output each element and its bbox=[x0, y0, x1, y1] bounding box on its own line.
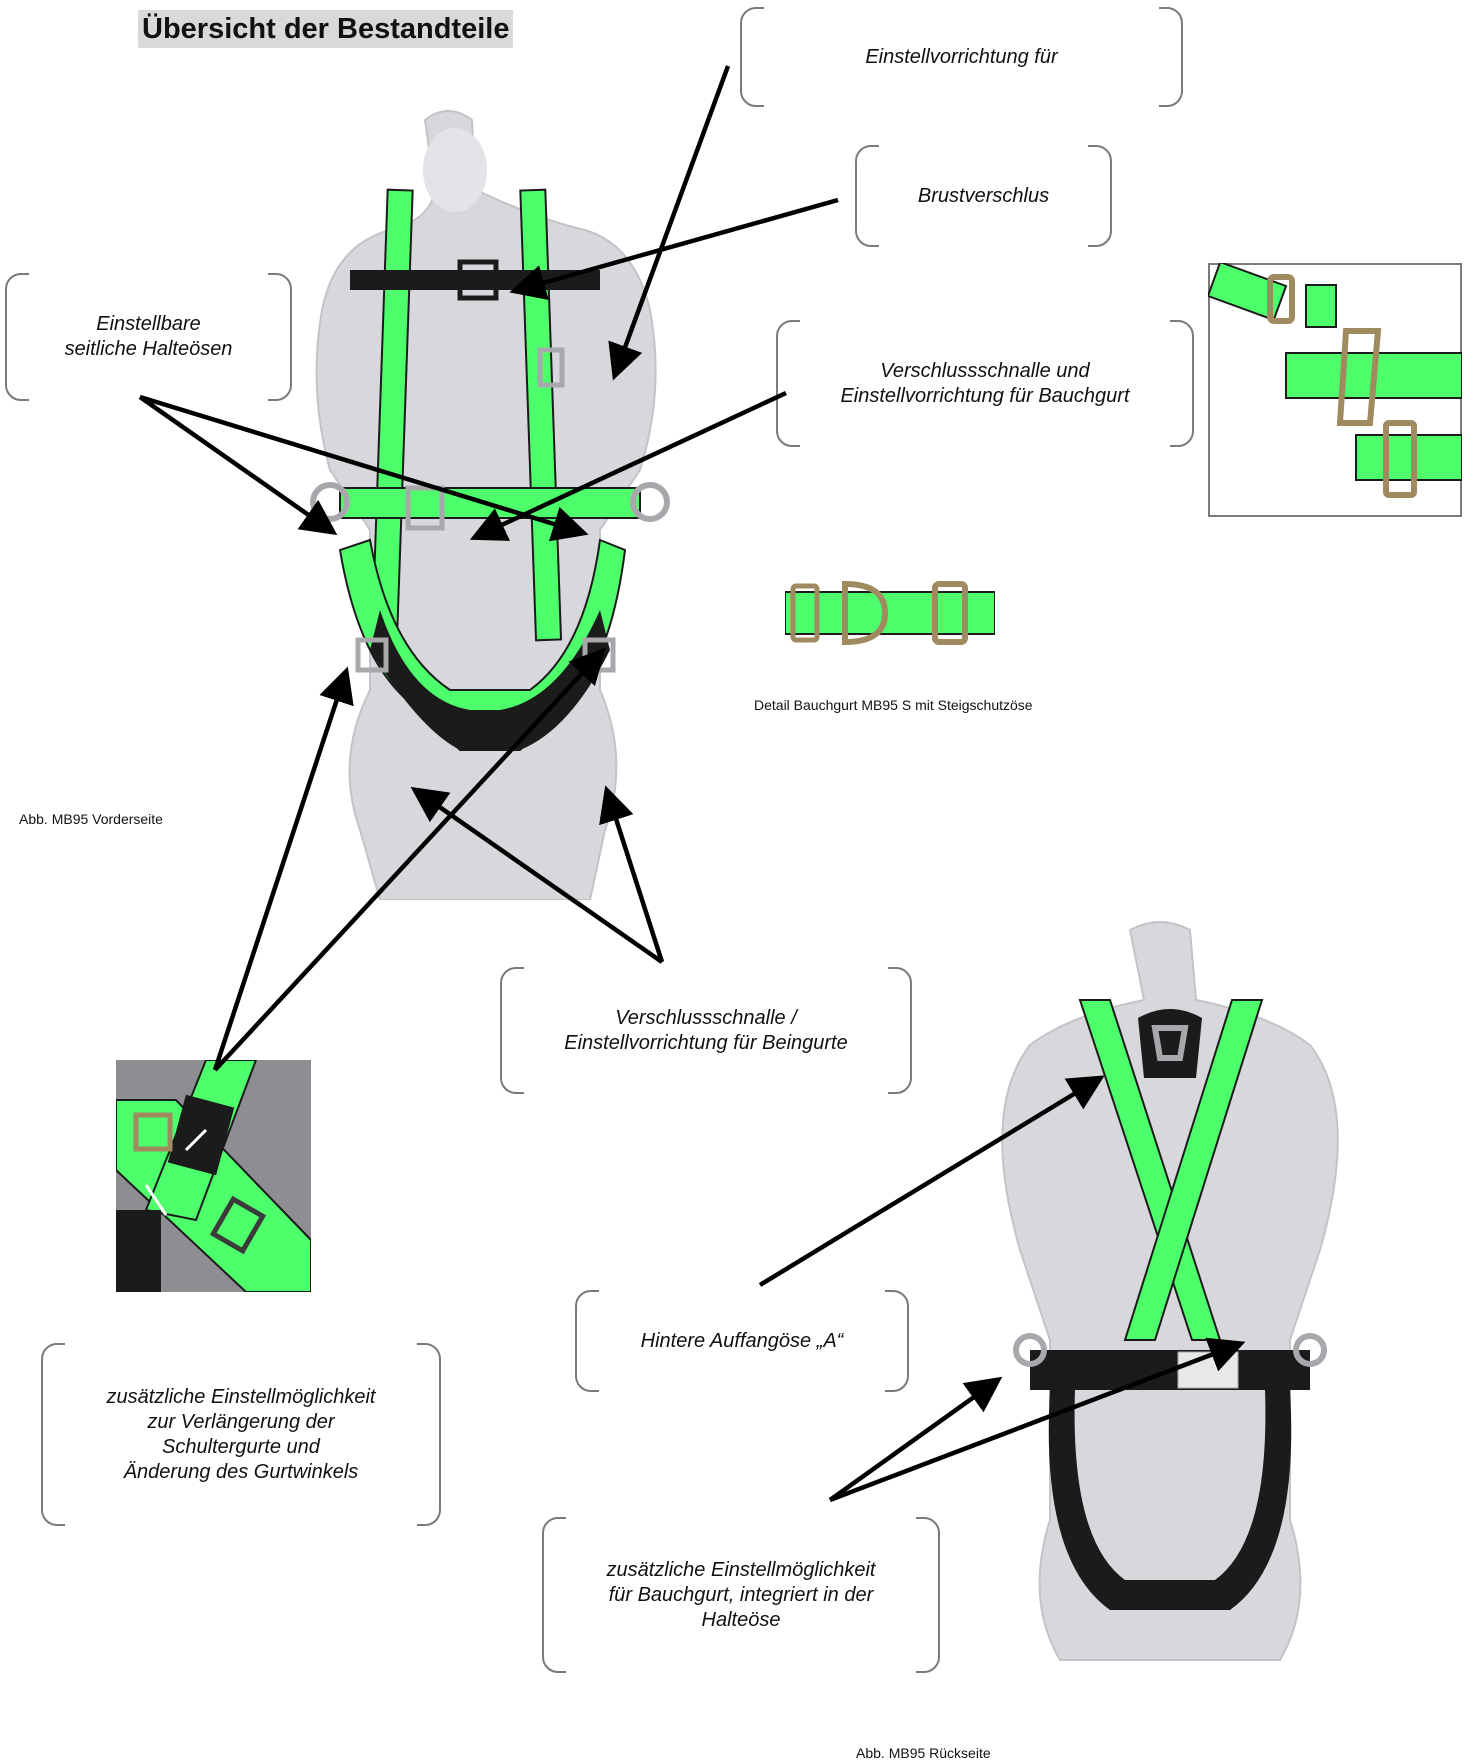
caption-vorderseite: Abb. MB95 Vorderseite bbox=[19, 810, 163, 828]
callout-auffangoese: Hintere Auffangöse „A“ bbox=[575, 1290, 909, 1392]
callout-beingurte: Verschlussschnalle / Einstellvorrichtung… bbox=[500, 967, 912, 1094]
callout-einstellvorrichtung-text: Einstellvorrichtung für bbox=[865, 45, 1057, 70]
callout-halteoesen: Einstellbare seitliche Halteösen bbox=[5, 273, 292, 401]
callout-halteoesen-text: Einstellbare seitliche Halteösen bbox=[65, 312, 233, 362]
callout-brustverschluss-text: Brustverschlus bbox=[918, 184, 1049, 209]
callout-einstellvorrichtung: Einstellvorrichtung für bbox=[740, 7, 1183, 107]
callout-bauchgurt-schnalle: Verschlussschnalle und Einstellvorrichtu… bbox=[776, 320, 1194, 447]
harness-back-photo bbox=[960, 920, 1380, 1680]
callout-brustverschluss: Brustverschlus bbox=[855, 145, 1112, 247]
callout-bauchgurt-halteoese-text: zusätzliche Einstellmöglichkeit für Bauc… bbox=[606, 1558, 875, 1633]
callout-auffangoese-text: Hintere Auffangöse „A“ bbox=[641, 1329, 844, 1354]
belt-detail-photo bbox=[785, 578, 995, 648]
caption-rueckseite: Abb. MB95 Rückseite bbox=[856, 1744, 991, 1762]
callout-schultergurte: zusätzliche Einstellmöglichkeit zur Verl… bbox=[41, 1343, 441, 1526]
harness-front-photo bbox=[300, 110, 680, 900]
page-title: Übersicht der Bestandteile bbox=[138, 10, 513, 48]
callout-bauchgurt-schnalle-text: Verschlussschnalle und Einstellvorrichtu… bbox=[840, 359, 1129, 409]
buckle-detail-photo bbox=[1208, 263, 1462, 517]
shoulder-strap-detail-photo bbox=[116, 1060, 311, 1292]
caption-detail-bauchgurt: Detail Bauchgurt MB95 S mit Steigschutzö… bbox=[754, 696, 1033, 714]
callout-beingurte-text: Verschlussschnalle / Einstellvorrichtung… bbox=[564, 1006, 847, 1056]
callout-bauchgurt-halteoese: zusätzliche Einstellmöglichkeit für Bauc… bbox=[542, 1517, 940, 1673]
callout-schultergurte-text: zusätzliche Einstellmöglichkeit zur Verl… bbox=[106, 1385, 375, 1485]
